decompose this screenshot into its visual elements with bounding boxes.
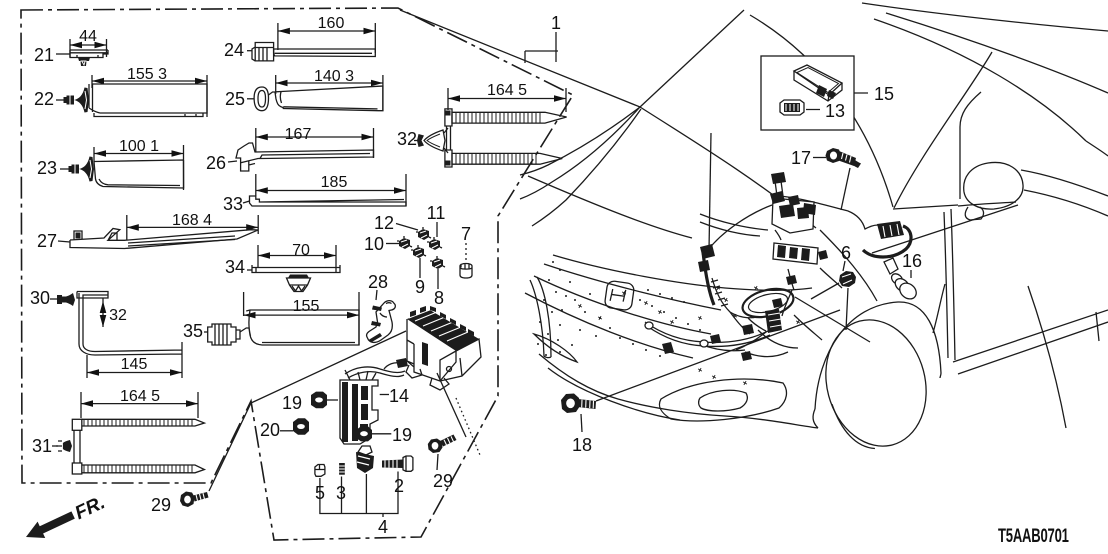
svg-text:70: 70 <box>292 242 310 259</box>
svg-text:28: 28 <box>368 272 388 292</box>
svg-text:167: 167 <box>285 126 312 143</box>
svg-text:5: 5 <box>315 483 325 503</box>
svg-text:19: 19 <box>282 393 302 413</box>
svg-text:27: 27 <box>37 231 57 251</box>
svg-text:7: 7 <box>461 224 471 244</box>
svg-text:FR.: FR. <box>72 492 109 524</box>
svg-text:15: 15 <box>874 84 894 104</box>
svg-text:18: 18 <box>572 435 592 455</box>
svg-text:168 4: 168 4 <box>172 212 212 229</box>
svg-text:145: 145 <box>121 356 148 373</box>
svg-text:11: 11 <box>427 203 446 223</box>
svg-text:1: 1 <box>551 13 561 33</box>
svg-text:35: 35 <box>183 321 203 341</box>
svg-text:26: 26 <box>206 153 226 173</box>
svg-text:22: 22 <box>34 89 54 109</box>
svg-text:33: 33 <box>223 194 243 214</box>
svg-text:T5AAB0701: T5AAB0701 <box>998 524 1069 546</box>
svg-text:10: 10 <box>364 234 384 254</box>
svg-text:2: 2 <box>394 476 404 496</box>
svg-text:155: 155 <box>293 298 320 315</box>
svg-text:32: 32 <box>109 307 127 324</box>
svg-text:29: 29 <box>433 471 453 491</box>
svg-text:140 3: 140 3 <box>314 68 354 85</box>
svg-text:19: 19 <box>392 425 412 445</box>
svg-text:185: 185 <box>321 174 348 191</box>
svg-text:164 5: 164 5 <box>487 82 527 99</box>
svg-text:32: 32 <box>397 129 417 149</box>
svg-text:29: 29 <box>151 495 171 515</box>
svg-text:24: 24 <box>224 40 244 60</box>
svg-text:6: 6 <box>841 243 851 263</box>
svg-text:21: 21 <box>34 45 54 65</box>
svg-text:20: 20 <box>260 420 280 440</box>
svg-text:13: 13 <box>825 101 845 121</box>
svg-text:44: 44 <box>79 28 97 45</box>
svg-text:160: 160 <box>318 15 345 32</box>
svg-text:31: 31 <box>32 436 52 456</box>
svg-text:9: 9 <box>415 277 425 297</box>
svg-text:4: 4 <box>378 517 388 537</box>
svg-text:14: 14 <box>389 386 409 406</box>
svg-text:100 1: 100 1 <box>119 138 159 155</box>
svg-text:8: 8 <box>434 288 444 308</box>
svg-text:12: 12 <box>374 213 394 233</box>
svg-text:25: 25 <box>225 89 245 109</box>
svg-text:3: 3 <box>336 483 346 503</box>
svg-text:30: 30 <box>30 288 50 308</box>
svg-text:23: 23 <box>37 158 57 178</box>
svg-text:17: 17 <box>791 148 811 168</box>
svg-text:164 5: 164 5 <box>120 388 160 405</box>
svg-text:34: 34 <box>225 257 245 277</box>
svg-text:16: 16 <box>902 251 922 271</box>
svg-text:155 3: 155 3 <box>127 66 167 83</box>
